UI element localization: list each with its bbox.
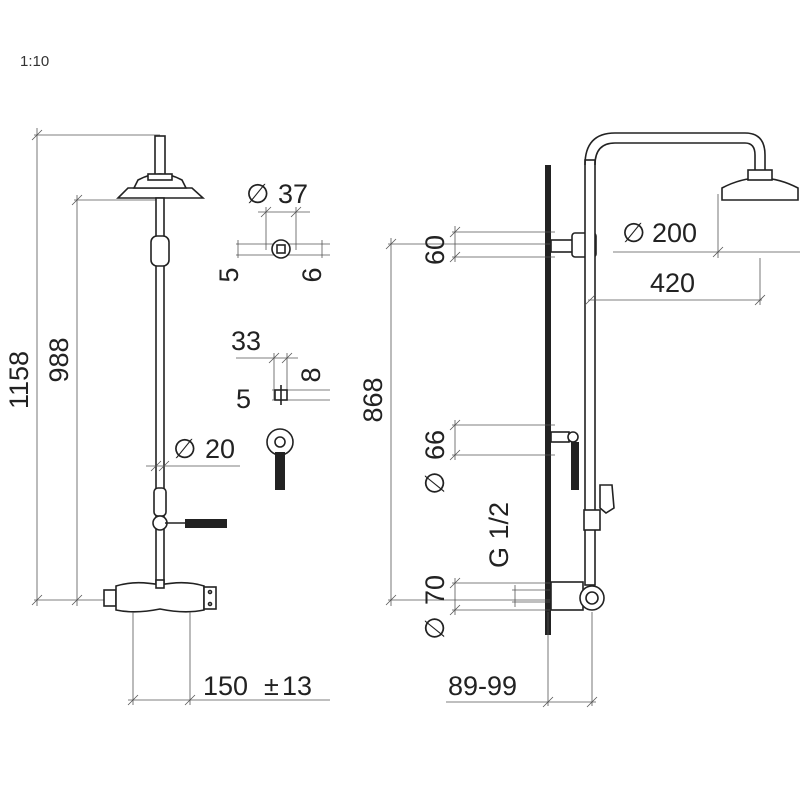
dim-width: 150 ± 13 [127,612,330,706]
head-diameter-symbol: ∅ [622,218,646,248]
detail-views: ∅ 37 5 6 33 8 5 [214,179,330,490]
dim-holder: 66 ∅ [420,419,555,495]
detail-depth-8-label: 8 [296,367,326,382]
thread-label: G 1/2 [484,502,514,568]
holder-diameter-label: 66 [420,430,450,460]
bar-diameter-symbol: ∅ [173,434,197,464]
bracket-label: 60 [420,235,450,265]
side-shower-assembly [550,132,799,611]
height-total-label: 1158 [4,351,34,409]
escutcheon-diameter-symbol: ∅ [246,179,270,209]
head-diameter-label: 200 [652,218,697,248]
width-tolerance: 13 [282,671,312,701]
front-view: 1158 988 [4,128,330,706]
dim-mounting: 868 [358,238,555,606]
scale-label: 1:10 [20,53,49,70]
bar-diameter-label: 20 [205,434,235,464]
dim-height-head: 988 [44,194,160,606]
front-shower-assembly [103,135,240,613]
height-head-label: 988 [44,337,74,382]
escutcheon-diameter-label: 37 [278,179,308,209]
width-label: 150 [203,671,248,701]
connection-diameter-label: 70 [420,575,450,605]
dim-bracket: 60 [420,226,555,265]
side-view: 868 60 66 ∅ 70 ∅ [358,132,800,708]
arm-reach-label: 420 [650,268,695,298]
width-plusminus: ± [264,671,279,701]
dim-height-total: 1158 [4,128,160,606]
dim-connection: 70 ∅ G 1/2 [420,502,555,640]
connection-diameter-symbol: ∅ [420,616,450,640]
wall [545,165,551,635]
wall-depth-label: 89-99 [448,671,517,701]
detail-width-33-label: 33 [231,326,261,356]
mounting-label: 868 [358,377,388,422]
detail-depth-5-label: 5 [236,384,251,414]
holder-diameter-symbol: ∅ [420,471,450,495]
detail-top-a-label: 5 [214,267,244,282]
detail-top-b-label: 6 [297,267,327,282]
